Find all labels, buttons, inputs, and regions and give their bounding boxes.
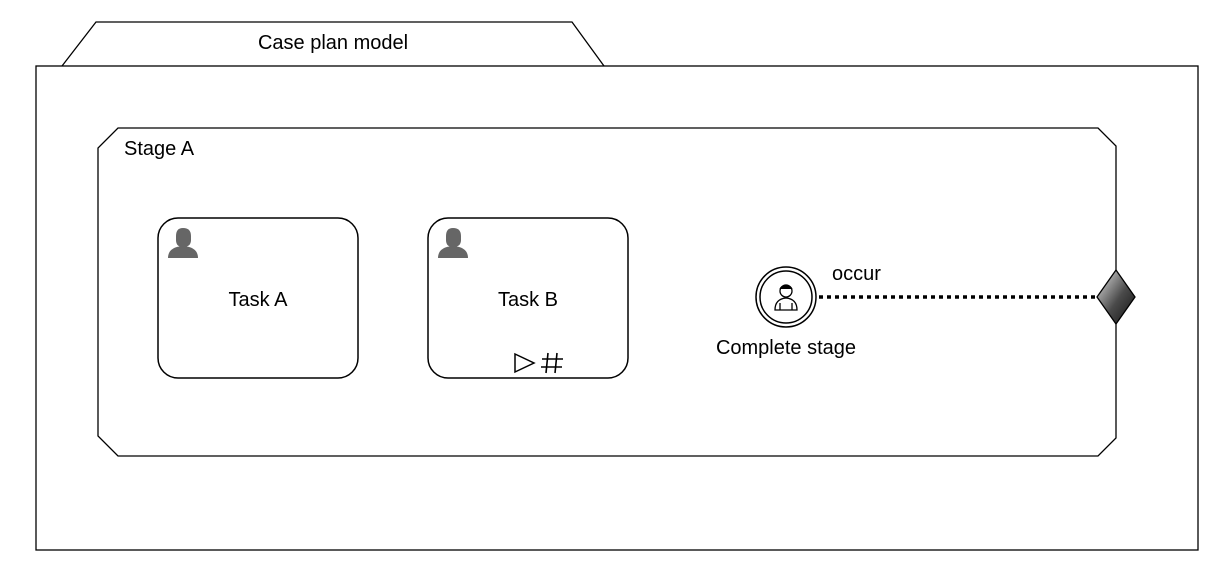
stage-title: Stage A [124,138,195,160]
event-listener-label: Complete stage [715,337,857,359]
event-listener-complete-stage[interactable] [755,266,817,328]
user-event-listener-icon [774,284,798,311]
case-plan-model-tab [61,21,605,67]
task-a[interactable] [157,217,359,379]
task-b[interactable] [427,217,629,379]
case-plan-model[interactable] [35,21,1199,551]
exit-criterion-icon[interactable] [1096,268,1136,326]
user-icon [168,228,198,258]
task-a-label: Task A [228,289,288,311]
connector-label: occur [832,263,881,285]
task-b-box [427,217,629,379]
case-plan-model-body [35,65,1199,551]
repetition-marker-icon [541,352,563,374]
case-plan-model-title: Case plan model [257,32,409,54]
manual-activation-marker-icon [514,352,536,374]
task-b-label: Task B [497,289,559,311]
task-a-box [157,217,359,379]
user-icon [438,228,468,258]
